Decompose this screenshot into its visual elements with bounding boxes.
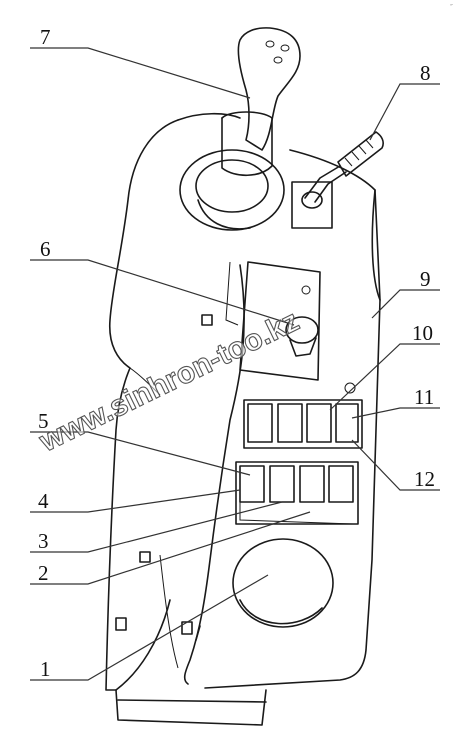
callout-12: 12 [414, 467, 435, 491]
leader-lines [30, 47, 440, 681]
callout-10: 10 [412, 321, 433, 345]
mounting-bolts [115, 551, 201, 641]
switch-row-lower [235, 461, 359, 525]
corner-mark: ″ [450, 3, 453, 12]
watermark-text: www.sinhron-too.kz [34, 304, 305, 459]
callout-11: 11 [414, 385, 434, 409]
callout-5: 5 [38, 409, 49, 433]
callout-numbers: 1 2 3 4 5 6 7 8 9 10 11 12 [38, 25, 435, 681]
callout-1: 1 [40, 657, 51, 681]
lever-handle [291, 131, 384, 229]
panel-and-knob [201, 261, 356, 394]
callout-2: 2 [38, 561, 49, 585]
switch-row-upper [243, 399, 363, 449]
console-body [105, 112, 381, 726]
callout-8: 8 [420, 61, 431, 85]
callout-3: 3 [38, 529, 49, 553]
callout-7: 7 [40, 25, 51, 49]
callout-6: 6 [40, 237, 51, 261]
callout-4: 4 [38, 489, 49, 513]
cup-holder [232, 538, 334, 628]
callout-9: 9 [420, 267, 431, 291]
joystick [179, 27, 301, 231]
